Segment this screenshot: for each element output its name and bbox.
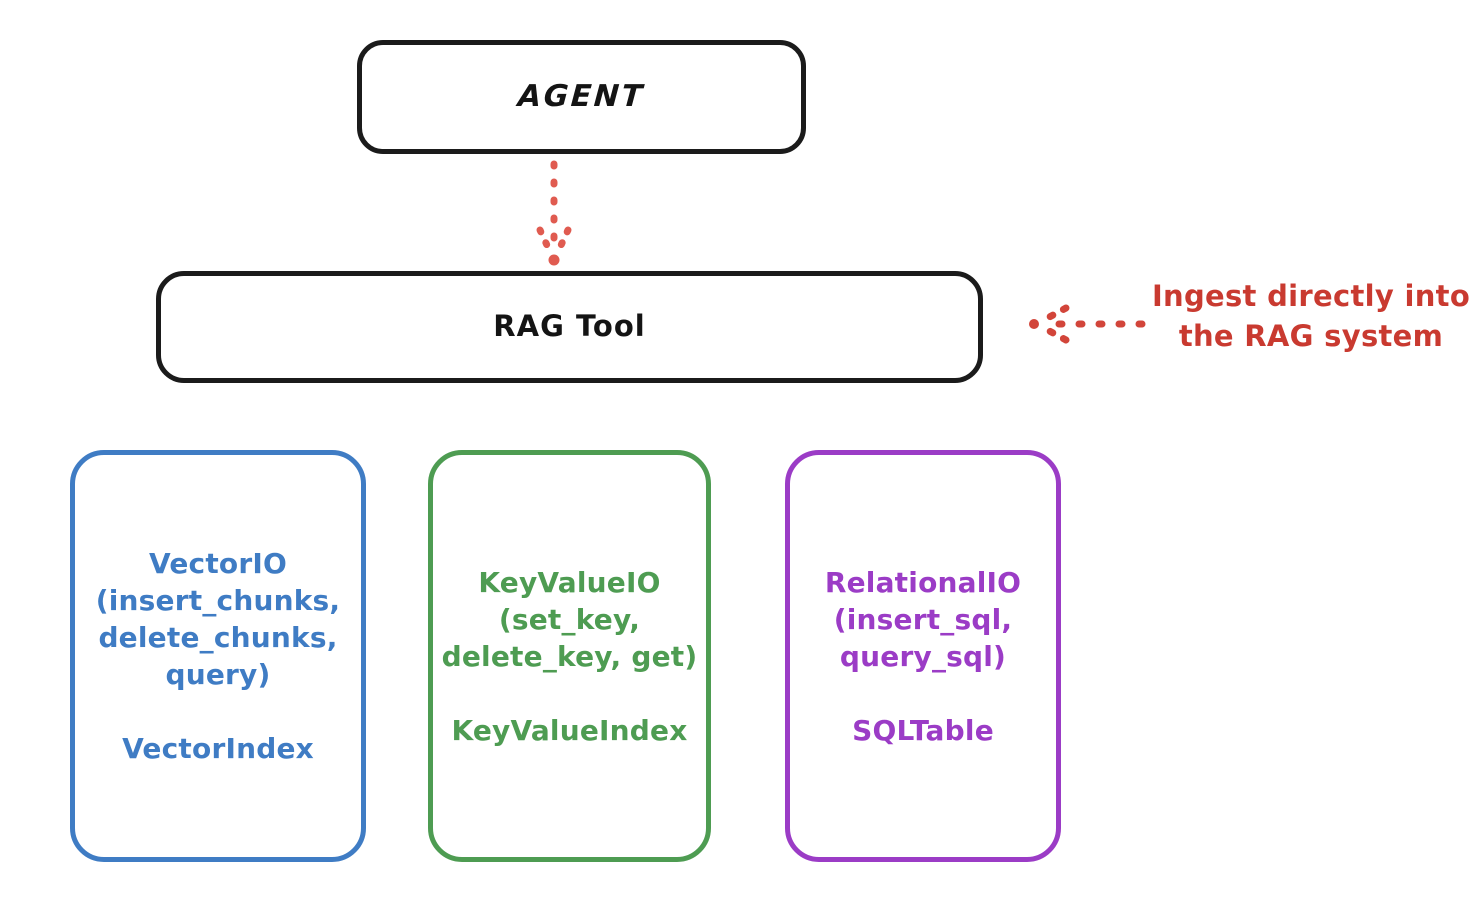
node-vector-io[interactable]: VectorIO (insert_chunks, delete_chunks, …: [70, 450, 366, 862]
connector-ingest-note-arrow-icon: [1029, 304, 1146, 344]
node-vector-io-label: VectorIO (insert_chunks, delete_chunks, …: [95, 547, 341, 765]
node-key-value-io[interactable]: KeyValueIO (set_key, delete_key, get) Ke…: [428, 450, 711, 862]
node-relational-io[interactable]: RelationalIO (insert_sql, query_sql) SQL…: [785, 450, 1061, 862]
node-relational-io-label: RelationalIO (insert_sql, query_sql) SQL…: [824, 565, 1022, 747]
node-agent-label: AGENT: [517, 78, 646, 114]
node-key-value-io-label: KeyValueIO (set_key, delete_key, get) Ke…: [441, 565, 698, 747]
node-agent[interactable]: AGENT: [357, 40, 806, 154]
node-rag-tool[interactable]: RAG Tool: [156, 271, 983, 383]
annotation-ingest-note: Ingest directly into the RAG system: [1151, 279, 1471, 353]
node-rag-tool-label: RAG Tool: [493, 309, 646, 344]
connector-agent-to-rag-tool-icon: [536, 160, 572, 266]
